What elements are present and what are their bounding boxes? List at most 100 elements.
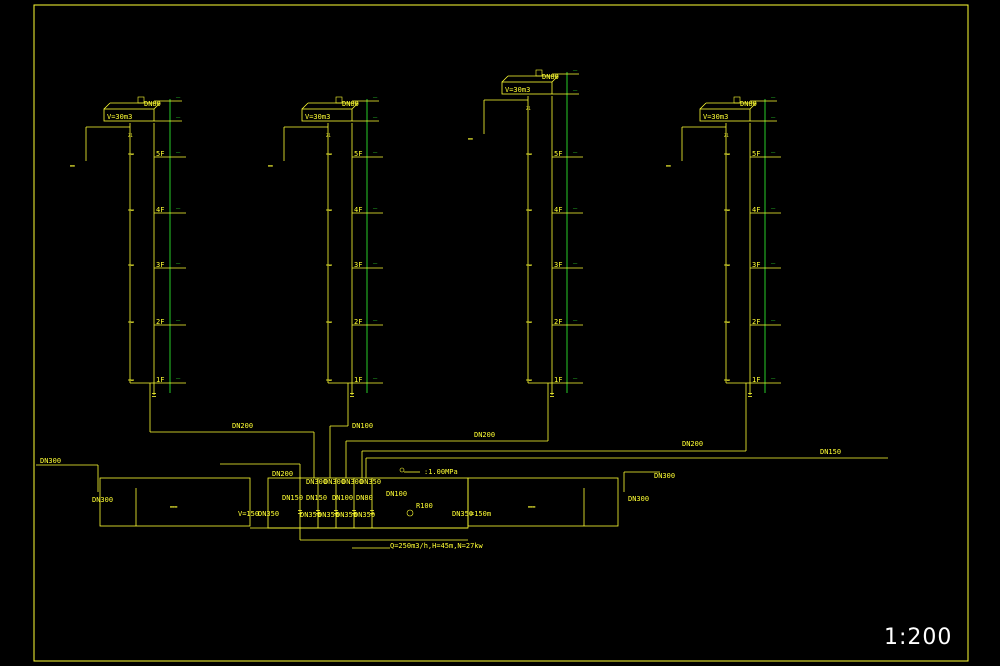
elevation-mark: ──: [572, 89, 578, 93]
elevation-mark: ──: [372, 151, 378, 155]
floor-label-3F: 3F: [752, 261, 760, 269]
valve-label-3: DN100: [332, 494, 353, 502]
elevation-mark: ──: [175, 116, 181, 120]
floor-label-2F: 2F: [554, 318, 562, 326]
floor-label-5F: 5F: [752, 150, 760, 158]
pump-label-2: DN350: [318, 511, 339, 519]
elevation-mark: ──: [572, 151, 578, 155]
riser-top-label: Z1: [326, 133, 331, 138]
valve-label-4: DN80: [356, 494, 373, 502]
roof-pipe-label: DN80: [342, 100, 359, 108]
roof-water-tank: [301, 108, 353, 122]
floor-label-4F: 4F: [554, 206, 562, 214]
right-volume-label: =150m: [470, 510, 491, 518]
elevation-mark: ──: [572, 207, 578, 211]
header-label-2: DN300: [324, 478, 345, 486]
inlet-right-label: DN300: [654, 472, 675, 480]
elevation-mark: ──: [572, 262, 578, 266]
valve-symbol: [137, 96, 145, 104]
left-volume-label: V=150: [238, 510, 259, 518]
floor-label-1F: 1F: [156, 376, 164, 384]
riser-top-label: Z1: [724, 133, 729, 138]
branch-stub-mark: —: [529, 263, 532, 268]
branch-stub-mark: —: [727, 378, 730, 383]
branch-stub-mark: —: [727, 152, 730, 157]
branch-label-3: DN200: [474, 431, 495, 439]
roof-pipe-label: DN80: [740, 100, 757, 108]
branch-stub-mark: —: [131, 320, 134, 325]
branch-stub-mark: —: [131, 378, 134, 383]
tank-volume-label: V=30m3: [107, 113, 132, 121]
elevation-mark: ──: [572, 69, 578, 73]
tank-edge: [103, 102, 111, 110]
roof-water-tank: [103, 108, 155, 122]
elevation-mark: ──: [372, 207, 378, 211]
pump-label-1: DN350: [300, 511, 321, 519]
elevation-mark: ──: [372, 262, 378, 266]
tank-volume-label: V=30m3: [703, 113, 728, 121]
elevation-mark: ──: [372, 96, 378, 100]
branch-stub-mark: —: [529, 378, 532, 383]
drain-symbol: ▬▬: [468, 136, 473, 141]
elevation-mark: ──: [572, 319, 578, 323]
drain-symbol: ▬▬: [268, 163, 273, 168]
branch-stub-mark: —: [727, 208, 730, 213]
pump-spec-label: Q=250m3/h,H=45m,N=27kw: [390, 542, 484, 550]
branch-stub-mark: —: [529, 320, 532, 325]
elevation-mark: ──: [770, 151, 776, 155]
branch-stub-mark: —: [727, 320, 730, 325]
elevation-mark: ──: [770, 319, 776, 323]
floor-label-1F: 1F: [752, 376, 760, 384]
floor-label-1F: 1F: [354, 376, 362, 384]
floor-label-4F: 4F: [354, 206, 362, 214]
roof-pipe-label: DN80: [144, 100, 161, 108]
drawing-frame: [33, 4, 969, 662]
branch-label-1: DN200: [232, 422, 253, 430]
floor-label-4F: 4F: [156, 206, 164, 214]
reservoir-label: ▬▬▬: [528, 504, 536, 509]
tank-edge: [551, 75, 559, 83]
roof-pipe-label: DN80: [542, 73, 559, 81]
elevation-mark: ──: [372, 116, 378, 120]
branch-stub-mark: —: [329, 263, 332, 268]
branch-stub-mark: —: [529, 152, 532, 157]
tank-edge: [749, 102, 757, 110]
elevation-mark: ──: [175, 207, 181, 211]
left-small-dn-label: DN350: [258, 510, 279, 518]
left-vertical-label: DN300: [92, 496, 113, 504]
dn100-label: DN100: [386, 490, 407, 498]
scale-label: 1:200: [884, 625, 952, 650]
floor-label-4F: 4F: [752, 206, 760, 214]
floor-label-2F: 2F: [752, 318, 760, 326]
roof-water-tank: [501, 81, 553, 95]
riser-column-2: V=30m3DN80Z1────5F──—4F──—3F──—2F──—1F──…: [268, 96, 383, 397]
tank-volume-label: V=30m3: [305, 113, 330, 121]
elevation-mark: ──: [770, 262, 776, 266]
elevation-mark: ──: [372, 377, 378, 381]
branch-stub-mark: —: [329, 208, 332, 213]
elevation-mark: ──: [175, 262, 181, 266]
branch-label-5: DN150: [820, 448, 841, 456]
inlet-left-label: DN300: [40, 457, 61, 465]
r100-label: R100: [416, 502, 433, 510]
branch-stub-mark: —: [329, 378, 332, 383]
left-water-reservoir: [99, 477, 251, 527]
riser-column-4: V=30m3DN80Z1────5F──—4F──—3F──—2F──—1F──…: [666, 96, 781, 397]
tank-edge: [301, 102, 309, 110]
branch-label-2: DN100: [352, 422, 373, 430]
valve-label-2: DN150: [306, 494, 327, 502]
branch-label-4: DN200: [682, 440, 703, 448]
elevation-mark: ──: [175, 377, 181, 381]
reservoir-label: ▬▬▬: [170, 504, 178, 509]
branch-stub-mark: —: [131, 263, 134, 268]
header-label-4: DN350: [360, 478, 381, 486]
header-label-1: DN300: [306, 478, 327, 486]
riser-column-1: V=30m3DN80Z1────5F──—4F──—3F──—2F──—1F──…: [70, 96, 186, 397]
branch-stub-mark: —: [131, 152, 134, 157]
branch-stub-mark: —: [329, 152, 332, 157]
floor-label-2F: 2F: [354, 318, 362, 326]
